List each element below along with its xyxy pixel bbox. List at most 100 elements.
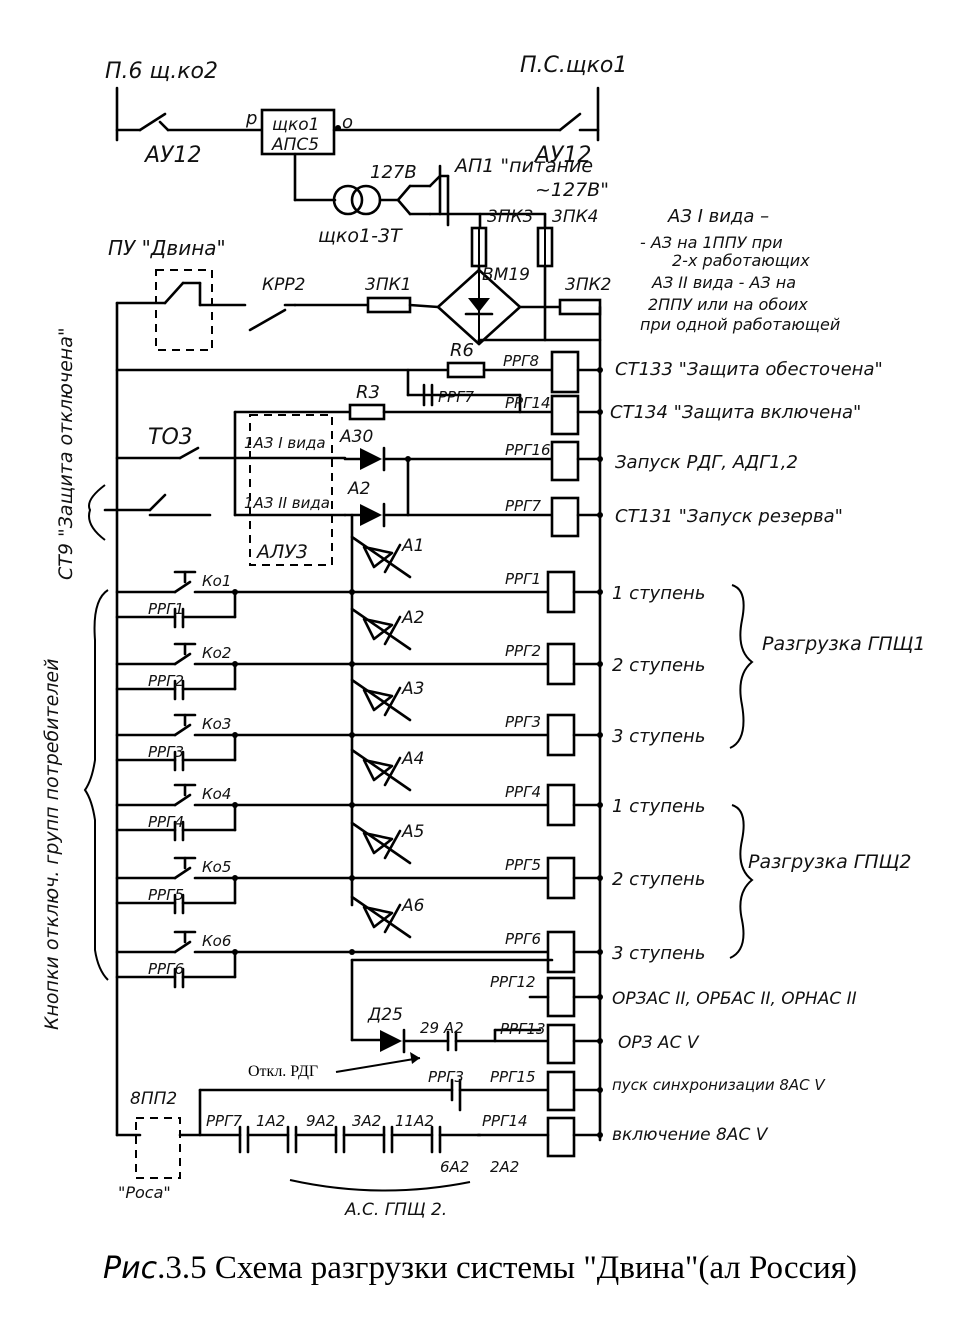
group2-bracket (729, 804, 754, 959)
bottom-contact-label-1: РРГ7 (206, 1112, 242, 1130)
ap1-voltage-label: ~127В" (535, 179, 609, 201)
stage-output-label-5: 2 ступень (612, 869, 705, 890)
wiring-diagram: П.6 щ.ко2 П.С.щко1 АУ12 АУ12 щко1 АПС5 р… (41, 53, 926, 1220)
relay-bottom-2-out: пуск синхронизации 8АС V (612, 1076, 826, 1094)
side-label-top: СТ9 "Защита отключена" (55, 327, 77, 580)
fuse-3pk2 (558, 298, 602, 316)
group2-label: Разгрузка ГПЩ2 (748, 851, 912, 873)
rectifier-bridge (436, 268, 602, 346)
group1-bracket (729, 584, 754, 749)
stage-output-label-4: 1 ступень (612, 796, 705, 817)
relay-coil-prg13 (546, 1023, 576, 1065)
stage-output-label-2: 2 ступень (612, 655, 705, 676)
alu3-label: АЛУ3 (255, 541, 308, 563)
relay-coil-prg15 (546, 1070, 576, 1112)
relay-row-prg14 (233, 393, 603, 517)
pu-dvina-box (155, 269, 213, 351)
relay-top-0-name: РРГ8 (503, 352, 539, 370)
transformer (293, 152, 432, 216)
prg14b-label: РРГ14 (482, 1112, 528, 1130)
relay-coil-prg14 (550, 394, 580, 436)
box-left-mark: р (245, 108, 257, 129)
stage-output-label-1: 1 ступень (612, 583, 705, 604)
stage-contact-label-6: РРГ6 (148, 960, 184, 978)
stage-relay-label-4: РРГ4 (505, 783, 541, 801)
svg-text:АЗ I вида –: АЗ I вида – (667, 206, 769, 227)
rosa-label: "Роса" (118, 1183, 171, 1202)
ap1-switch (428, 164, 547, 230)
r6-label: R6 (450, 340, 474, 361)
prg3b-label: РРГ3 (428, 1068, 464, 1086)
az1-label: 1АЗ I вида (244, 434, 326, 452)
apс5-block (260, 108, 336, 156)
relay-coil-stage-5 (546, 856, 576, 900)
relay-top-2-name: РРГ16 (505, 441, 551, 459)
bottom-relays (115, 958, 603, 1158)
relay-row-prg7 (233, 457, 603, 538)
stage-button-label-1: Ко1 (202, 572, 231, 590)
stage-button-label-6: Ко6 (202, 932, 231, 950)
otkl-rdg-label: Откл. РДГ (248, 1063, 318, 1080)
bus-right-label: П.С.щко1 (520, 53, 627, 78)
stage-diode-label-1: А1 (401, 536, 424, 556)
switch-right-label: АУ12 (533, 143, 591, 168)
stage-relay-label-5: РРГ5 (505, 856, 541, 874)
relay-coil-prg12 (546, 976, 576, 1018)
prg13-label: РРГ13 (500, 1020, 546, 1038)
stage-diode-label-5: А5 (401, 822, 424, 842)
svg-text:- АЗ на 1ППУ при: - АЗ на 1ППУ при (640, 233, 783, 252)
relay-top-3-name: РРГ7 (505, 497, 541, 515)
figure-caption: Рис.3.5 Схема разгрузки системы "Двина"(… (20, 1250, 940, 1287)
stage-diode-label-3: А3 (401, 679, 424, 699)
stage-contact-label-1: РРГ1 (148, 600, 184, 618)
svg-text:при одной работающей: при одной работающей (640, 315, 840, 334)
ap1-label: АП1 "питание (453, 155, 593, 177)
stage-diode-label-4: А4 (401, 749, 424, 769)
box-bottom-label: АПС5 (271, 135, 319, 155)
relay-coil-stage-6 (546, 930, 576, 974)
a2-top-label: А2 (347, 479, 370, 499)
fuse-3pk1 (366, 296, 412, 314)
stage-relay-label-1: РРГ1 (505, 570, 541, 588)
stage-diode-label-6: А6 (401, 896, 425, 916)
stage-diode-label-2: А2 (401, 608, 424, 628)
switch-left-label: АУ12 (143, 143, 201, 168)
svg-text:АЗ II вида - АЗ на: АЗ II вида - АЗ на (651, 273, 796, 292)
relay-row-prg8 (115, 350, 603, 407)
relay-coil-stage-3 (546, 713, 576, 757)
relay-top-2-out: Запуск РДГ, АДГ1,2 (615, 452, 798, 473)
stage-relay-label-2: РРГ2 (505, 642, 541, 660)
a30-label: А30 (339, 427, 373, 447)
bottom-contact-label-2: 1А2 (256, 1112, 285, 1130)
a2-29-label: 29 А2 (420, 1019, 464, 1037)
relay-coil-stage-2 (546, 642, 576, 686)
rosa-box (135, 1117, 181, 1179)
prg7-top-label: РРГ7 (438, 388, 474, 406)
relay-coil-prg16 (550, 440, 580, 482)
stage-contact-label-2: РРГ2 (148, 672, 184, 690)
supply-line (115, 281, 602, 1142)
relay-coil-prg14b (546, 1116, 576, 1158)
relay-coil-prg7 (550, 496, 580, 538)
bridge-label: ВМ19 (482, 265, 530, 285)
as-gpsh2-label: А.С. ГПЩ 2. (344, 1200, 447, 1220)
bottom-contact-label-6: 6А2 (440, 1158, 469, 1176)
caption-prefix: Рис (103, 1251, 158, 1286)
fuse-3pk4-label: 3ПК4 (552, 207, 598, 227)
bottom-contact-label-7: 2А2 (490, 1158, 519, 1176)
box-right-mark: о (342, 112, 353, 133)
t03-label: ТО3 (148, 425, 193, 450)
stage-button-label-4: Ко4 (202, 785, 231, 803)
stage-output-label-3: 3 ступень (612, 726, 705, 747)
relay-top-1-name: РРГ14 (505, 394, 551, 412)
stage-button-label-3: Ко3 (202, 715, 231, 733)
bottom-contact-label-4: 3А2 (352, 1112, 381, 1130)
